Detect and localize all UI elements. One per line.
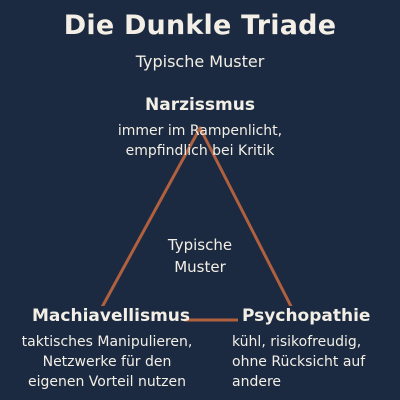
center-label-line-1: Typische [167,236,233,254]
node-psychopathie-desc-line-2: ohne Rücksicht auf [232,354,366,370]
node-narzissmus-desc-line-2: empfindlich bei Kritik [125,143,275,159]
center-label-line-2: Muster [174,258,226,276]
node-psychopathie-desc-line-3: andere [232,374,282,390]
node-machiavellismus-desc-line-2: Netzwerke für den [42,354,172,370]
triangle-shape [93,126,300,322]
node-machiavellismus-desc-line-1: taktisches Manipulieren, [21,334,193,350]
node-machiavellismus-title: Machiavellismus [28,306,190,326]
center-label: Typische Muster [140,234,260,278]
node-narzissmus-title: Narzissmus [138,95,262,115]
node-narzissmus-desc-line-1: immer im Rampenlicht, [117,123,283,139]
diagram-subtitle: Typische Muster [135,52,265,71]
node-machiavellismus-desc-line-3: eigenen Vorteil nutzen [27,374,187,390]
node-psychopathie-desc-line-1: kühl, risikofreudig, [232,334,362,350]
diagram-title: Die Dunkle Triade [63,10,337,41]
node-psychopathie-title: Psychopathie [238,306,374,326]
